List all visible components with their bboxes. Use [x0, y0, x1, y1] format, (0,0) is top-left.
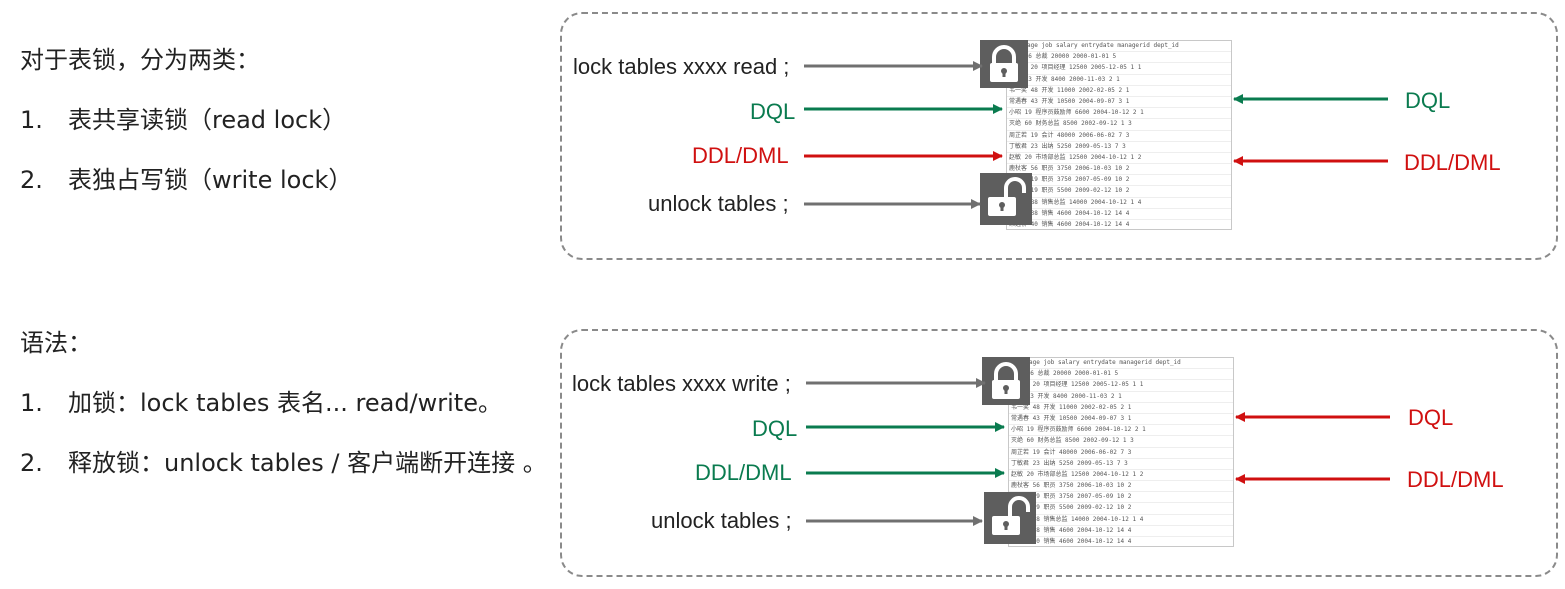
table-row: 杨逍 33 开发 8400 2000-11-03 2 1 — [1009, 392, 1233, 403]
list-number: 2. — [20, 449, 43, 477]
table-row: 小昭 19 程序员鼓励师 6600 2004-10-12 2 1 — [1007, 108, 1231, 120]
table-row: 金庸 66 总裁 20000 2000-01-01 5 — [1009, 369, 1233, 381]
table-row: 灭绝 60 财务总监 8500 2002-09-12 1 3 — [1007, 119, 1231, 131]
list-text: 释放锁：unlock tables / 客户端断开连接 。 — [68, 449, 547, 477]
dql-right-label: DQL — [1405, 88, 1451, 113]
table-row: 宋远桥 40 销售 4600 2004-10-12 14 4 — [1007, 220, 1231, 229]
syntax-item-2: 2. 释放锁：unlock tables / 客户端断开连接 。 — [20, 443, 547, 478]
table-row: 赵敏 20 市场部总监 12500 2004-10-12 1 2 — [1007, 153, 1231, 165]
table-row: 丁敏君 23 出纳 5250 2009-05-13 7 3 — [1009, 459, 1233, 470]
write-lock-panel — [560, 329, 1558, 577]
lock-closed-icon — [982, 357, 1030, 405]
lock-read-command: lock tables xxxx read ; — [573, 54, 790, 79]
table-row: 韦一笑 48 开发 11000 2002-02-05 2 1 — [1009, 403, 1233, 414]
list-text: 表独占写锁（write lock） — [68, 166, 353, 194]
table-row: 宋远桥 40 销售 4600 2004-10-12 14 4 — [1009, 537, 1233, 546]
read-lock-panel — [560, 12, 1558, 260]
table-row: 杨逍 33 开发 8400 2000-11-03 2 1 — [1007, 75, 1231, 86]
ddl-dml-right-label: DDL/DML — [1407, 467, 1504, 492]
syntax-heading: 语法： — [20, 329, 92, 357]
lock-open-icon — [980, 173, 1032, 225]
lock-write-command: lock tables xxxx write ; — [572, 371, 791, 396]
dql-right-label: DQL — [1408, 405, 1454, 430]
table-row: 张无忌 20 项目经理 12500 2005-12-05 1 1 — [1007, 63, 1231, 75]
table-thumbnail-write: name age job salary entrydate managerid … — [1008, 357, 1234, 547]
table-row: 俞莲舟 38 销售 4600 2004-10-12 14 4 — [1009, 526, 1233, 537]
table-row: 张三丰 88 销售总监 14000 2004-10-12 1 4 — [1009, 515, 1233, 526]
list-number: 1. — [20, 389, 43, 417]
table-row: 周芷若 19 会计 48000 2006-06-02 7 3 — [1007, 131, 1231, 142]
table-row: 常遇春 43 开发 10500 2004-09-07 3 1 — [1009, 414, 1233, 426]
table-thumbnail-read: name age job salary entrydate managerid … — [1006, 40, 1232, 230]
table-row: 俞莲舟 38 销售 4600 2004-10-12 14 4 — [1007, 209, 1231, 220]
list-text: 表共享读锁（read lock） — [68, 106, 347, 134]
dql-left-label: DQL — [752, 416, 798, 441]
table-row: 周芷若 19 会计 48000 2006-06-02 7 3 — [1009, 448, 1233, 459]
ddl-dml-right-label: DDL/DML — [1404, 150, 1501, 175]
table-row: 张三丰 88 销售总监 14000 2004-10-12 1 4 — [1007, 198, 1231, 209]
table-row: 鹿杖客 56 职员 3750 2006-10-03 10 2 — [1007, 164, 1231, 176]
list-number: 2. — [20, 166, 43, 194]
table-row: 鹤笔翁 19 职员 3750 2007-05-09 10 2 — [1007, 175, 1231, 187]
table-row: 金庸 66 总裁 20000 2000-01-01 5 — [1007, 52, 1231, 64]
table-row: 鹤笔翁 19 职员 3750 2007-05-09 10 2 — [1009, 492, 1233, 504]
ddl-dml-left-label: DDL/DML — [692, 143, 789, 168]
intro-item-2: 2. 表独占写锁（write lock） — [20, 160, 352, 195]
table-header: name age job salary entrydate managerid … — [1007, 41, 1231, 53]
dql-left-label: DQL — [750, 99, 796, 124]
table-row: 常遇春 43 开发 10500 2004-09-07 3 1 — [1007, 97, 1231, 109]
table-row: 方东白 19 职员 5500 2009-02-12 10 2 — [1009, 503, 1233, 515]
lock-open-icon — [984, 492, 1036, 544]
unlock-command: unlock tables ; — [648, 191, 789, 216]
ddl-dml-left-label: DDL/DML — [695, 460, 792, 485]
list-text: 加锁：lock tables 表名... read/write。 — [68, 389, 502, 417]
table-row: 张无忌 20 项目经理 12500 2005-12-05 1 1 — [1009, 380, 1233, 392]
table-header: name age job salary entrydate managerid … — [1009, 358, 1233, 370]
syntax-item-1: 1. 加锁：lock tables 表名... read/write。 — [20, 383, 502, 418]
table-row: 鹿杖客 56 职员 3750 2006-10-03 10 2 — [1009, 481, 1233, 493]
table-row: 方东白 19 职员 5500 2009-02-12 10 2 — [1007, 186, 1231, 198]
table-row: 灭绝 60 财务总监 8500 2002-09-12 1 3 — [1009, 436, 1233, 448]
table-row: 韦一笑 48 开发 11000 2002-02-05 2 1 — [1007, 86, 1231, 97]
unlock-command: unlock tables ; — [651, 508, 792, 533]
table-row: 赵敏 20 市场部总监 12500 2004-10-12 1 2 — [1009, 470, 1233, 482]
list-number: 1. — [20, 106, 43, 134]
lock-closed-icon — [980, 40, 1028, 88]
intro-heading: 对于表锁，分为两类： — [20, 46, 260, 74]
table-row: 小昭 19 程序员鼓励师 6600 2004-10-12 2 1 — [1009, 425, 1233, 437]
intro-item-1: 1. 表共享读锁（read lock） — [20, 100, 346, 135]
table-row: 丁敏君 23 出纳 5250 2009-05-13 7 3 — [1007, 142, 1231, 153]
